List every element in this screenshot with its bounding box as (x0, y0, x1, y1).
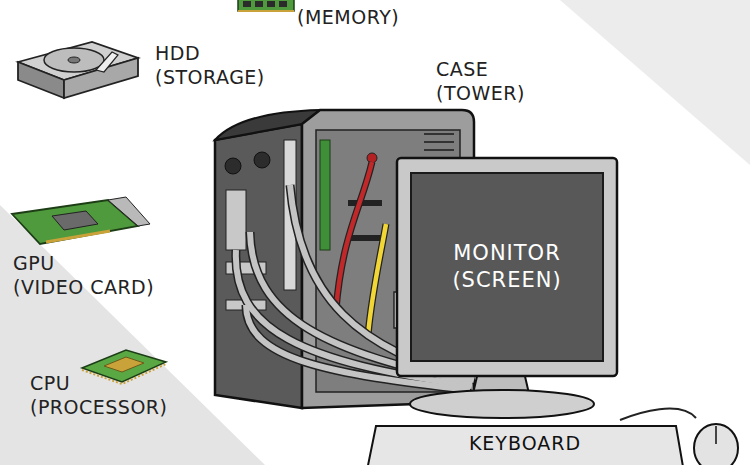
part-label: GPU (13, 252, 55, 274)
background-band (560, 0, 750, 165)
part-label: (STORAGE) (155, 66, 265, 88)
part-label: (MEMORY) (297, 6, 399, 28)
part-label: (TOWER) (436, 82, 525, 104)
ram-stick (238, 0, 294, 11)
gpu-card (12, 197, 150, 244)
cpu-chip (82, 350, 166, 384)
keyboard-label: KEYBOARD (469, 432, 581, 454)
monitor-label: MONITOR (SCREEN) (452, 240, 561, 294)
monitor-body (397, 158, 617, 418)
monitor-screen: MONITOR (SCREEN) (410, 172, 604, 362)
part-label: CPU (30, 372, 70, 394)
part-label: CASE (436, 58, 488, 80)
part-label: (VIDEO CARD) (13, 276, 154, 298)
part-label: (PROCESSOR) (30, 396, 168, 418)
part-label: HDD (155, 42, 200, 64)
hdd-drive (18, 42, 138, 98)
keyboard-shape: KEYBOARD (362, 425, 688, 465)
